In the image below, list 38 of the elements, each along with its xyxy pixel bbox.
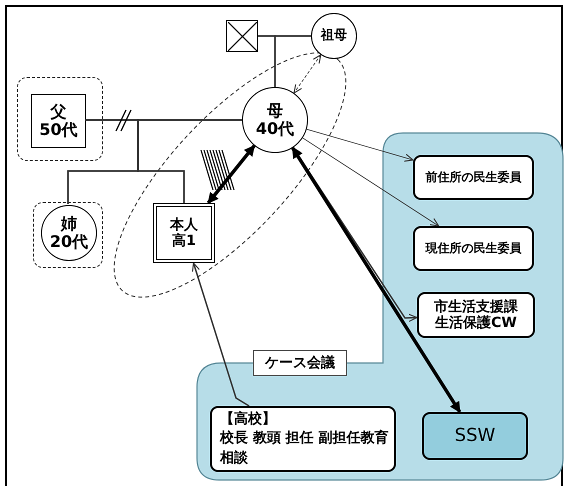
arrow xyxy=(292,147,418,322)
arrow xyxy=(291,146,462,413)
arrow xyxy=(206,144,256,204)
client-box xyxy=(153,203,215,263)
household-outline xyxy=(17,77,103,161)
name-text: 父 xyxy=(50,102,66,121)
ssw-box xyxy=(422,412,528,460)
detail-text: 校長 教頭 担任 副担任教育相談 xyxy=(218,429,390,468)
detail-text: 50代 xyxy=(39,121,78,140)
node-text: SSW xyxy=(454,426,496,446)
female-circle xyxy=(242,87,308,153)
detail-text: 40代 xyxy=(256,120,294,138)
support-box xyxy=(413,226,534,271)
name-text: 母 xyxy=(267,102,283,120)
arrow xyxy=(192,262,250,407)
male-box xyxy=(31,94,86,148)
arrow xyxy=(302,138,440,227)
deceased-male-box xyxy=(226,20,258,52)
female-circle xyxy=(41,205,97,261)
support-box xyxy=(417,292,535,338)
connector-line xyxy=(274,35,311,87)
support-box xyxy=(413,155,534,200)
arrow xyxy=(306,128,414,162)
name-text: 姉 xyxy=(61,214,77,233)
female-circle xyxy=(311,13,357,59)
node-text: 市生活支援課生活保護CW xyxy=(433,298,519,332)
connector-line xyxy=(137,119,242,203)
detail-text: 20代 xyxy=(50,233,88,252)
household-outline xyxy=(33,202,103,268)
node-text: 祖母 xyxy=(321,28,347,44)
node-text: 現住所の民生委員 xyxy=(426,242,522,256)
case-meeting-label: ケース会議 xyxy=(253,350,347,376)
arrow xyxy=(293,54,322,94)
detail-text: 高1 xyxy=(172,233,196,250)
node-text: 前住所の民生委員 xyxy=(426,170,522,184)
school-box xyxy=(210,406,396,472)
name-text: 本人 xyxy=(170,216,198,233)
name-text: 【高校】 xyxy=(219,410,276,429)
